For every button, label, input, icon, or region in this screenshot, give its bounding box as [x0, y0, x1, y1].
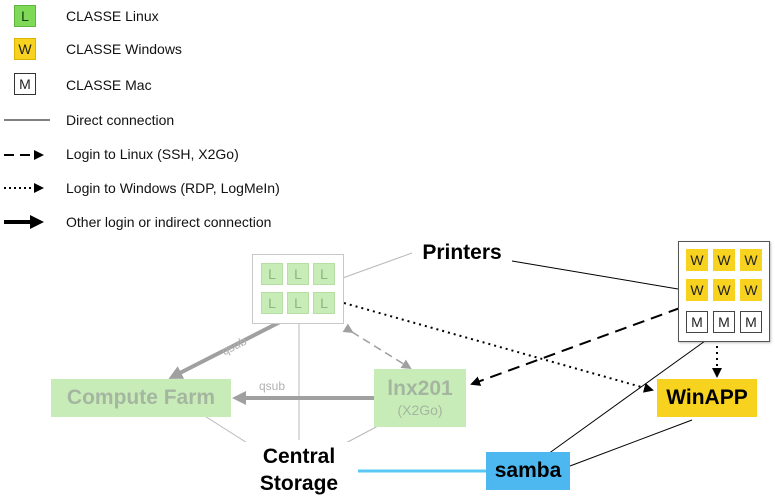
windows-cell: W [713, 279, 735, 301]
linux-cell: L [261, 263, 283, 285]
edge-linux-lnx201-ssh [342, 323, 412, 370]
central-storage-label-2: Storage [259, 472, 339, 495]
legend-direct-label: Direct connection [66, 112, 175, 128]
lnx201-label: lnx201 [387, 377, 453, 400]
edge-clients-samba [547, 340, 706, 455]
linux-cell: L [287, 292, 309, 314]
lnx201-node: lnx201 (X2Go) [374, 369, 466, 427]
legend-login-windows-label: Login to Windows (RDP, LogMeIn) [66, 180, 280, 196]
edge-winapp-samba [569, 419, 693, 467]
central-storage-node: Central Storage [240, 442, 358, 498]
windows-cell: W [686, 249, 708, 271]
client-workstations-grid: W W W W W W M M M [678, 241, 770, 342]
compute-farm-node: Compute Farm [51, 379, 231, 417]
mac-class-swatch: M [14, 73, 36, 95]
winapp-node: WinAPP [657, 379, 757, 417]
central-storage-label-1: Central [262, 445, 336, 468]
legend-other-label: Other login or indirect connection [66, 214, 272, 230]
edge-printers-clients [511, 260, 679, 290]
linux-class-swatch: L [14, 5, 36, 27]
printers-node: Printers [422, 241, 502, 264]
windows-cell: W [713, 249, 735, 271]
linux-cell: L [313, 263, 335, 285]
qsub-horizontal-label: qsub [258, 379, 286, 393]
edge-farm-storage [199, 412, 253, 447]
edge-linux-printers [339, 252, 413, 280]
samba-node: samba [486, 452, 570, 490]
windows-cell: W [740, 279, 762, 301]
linux-workstations-grid: L L L L L L [252, 254, 344, 324]
legend-mac-label: CLASSE Mac [66, 77, 152, 93]
legend-windows-label: CLASSE Windows [66, 41, 182, 57]
windows-class-swatch: W [14, 38, 36, 60]
windows-cell: W [740, 249, 762, 271]
mac-cell: M [740, 311, 762, 333]
edge-lnx201-storage [343, 425, 379, 445]
mac-cell: M [713, 311, 735, 333]
linux-cell: L [261, 292, 283, 314]
windows-cell: W [686, 279, 708, 301]
lnx201-sublabel: (X2Go) [397, 402, 443, 418]
mac-cell: M [686, 311, 708, 333]
linux-cell: L [287, 263, 309, 285]
edge-clients-lnx201-ssh [470, 307, 681, 386]
linux-cell: L [313, 292, 335, 314]
legend-linux-label: CLASSE Linux [66, 8, 159, 24]
edge-linux-farm-qsub [168, 320, 281, 379]
legend-login-linux-label: Login to Linux (SSH, X2Go) [66, 146, 239, 162]
